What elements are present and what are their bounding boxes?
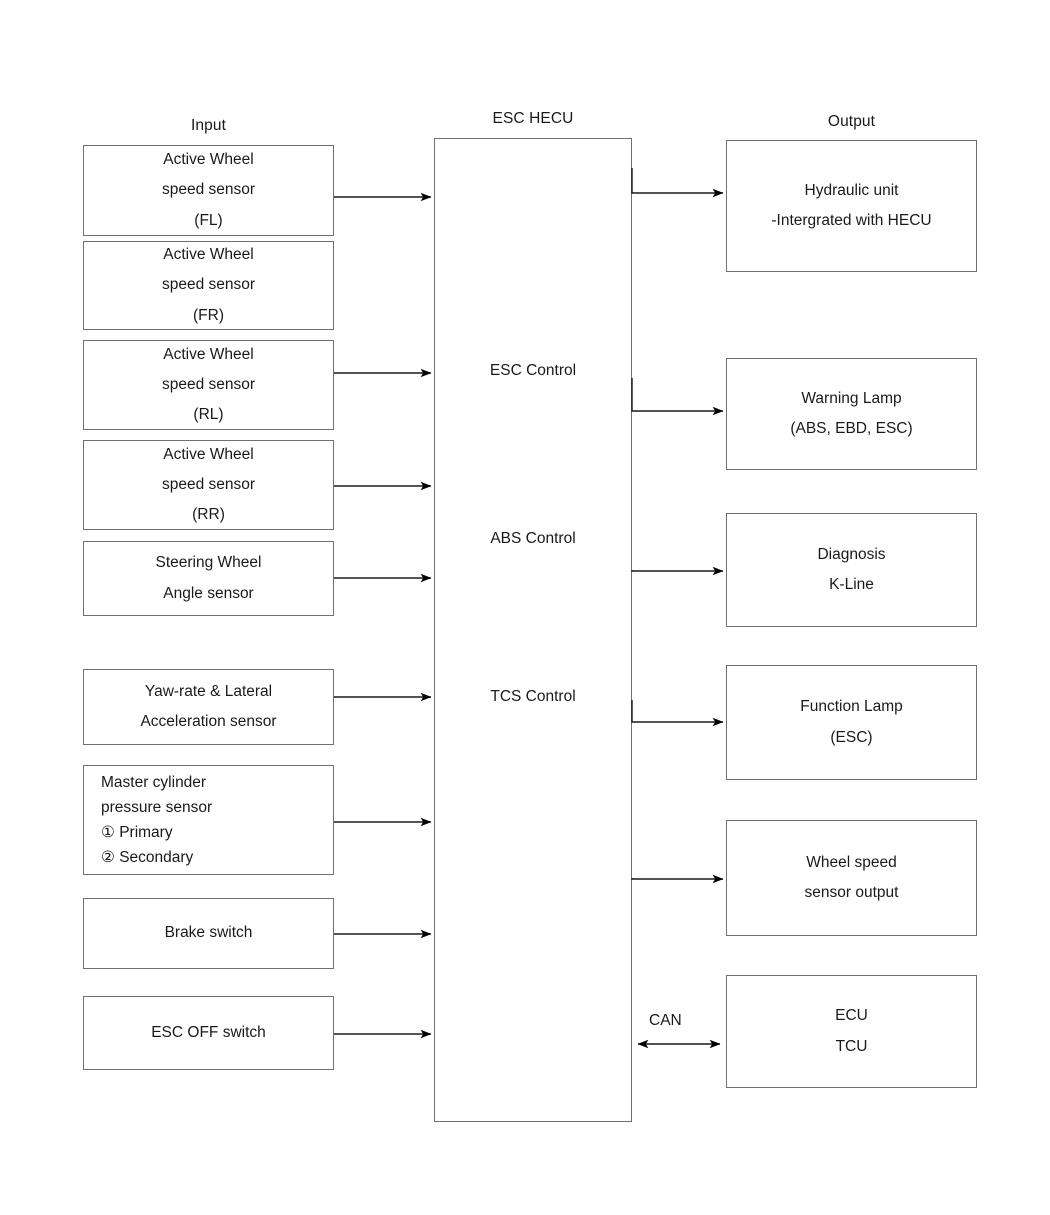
output-line: (ESC) <box>830 728 873 746</box>
output-line: Hydraulic unit <box>804 181 899 199</box>
input-line: Yaw-rate & Lateral <box>144 682 273 700</box>
input-line: Active Wheel <box>163 151 254 169</box>
input-line: ② Secondary <box>101 849 194 867</box>
output-box-hydraulic-unit[interactable]: Hydraulic unit -Intergrated with HECU <box>726 140 977 272</box>
hecu-function-abs-control: ABS Control <box>490 530 576 547</box>
column-title-center: ESC HECU <box>492 110 574 127</box>
input-line: Angle sensor <box>163 584 254 602</box>
arrow-output-hydraulic-unit <box>631 168 724 198</box>
input-line: speed sensor <box>161 475 256 493</box>
input-line: (RL) <box>193 406 224 424</box>
output-line: sensor output <box>804 884 899 901</box>
input-box-brake-switch[interactable]: Brake switch <box>83 898 334 969</box>
output-line: K-Line <box>829 576 874 593</box>
column-title-input: Input <box>191 117 226 134</box>
input-line: ① Primary <box>101 824 173 841</box>
output-box-warning-lamp[interactable]: Warning Lamp (ABS, EBD, ESC) <box>726 358 977 470</box>
output-box-wheel-speed-output[interactable]: Wheel speed sensor output <box>726 820 977 936</box>
input-line: Active Wheel <box>163 246 254 264</box>
hecu-function-tcs-control: TCS Control <box>490 688 576 705</box>
input-line: Master cylinder <box>101 773 207 791</box>
input-line: Active Wheel <box>163 445 254 463</box>
input-line: speed sensor <box>161 276 256 294</box>
output-line: ECU <box>835 1007 868 1025</box>
output-line: (ABS, EBD, ESC) <box>790 420 913 437</box>
input-line: (RR) <box>192 506 225 524</box>
output-box-diagnosis[interactable]: Diagnosis K-Line <box>726 513 977 627</box>
hecu-function-esc-control: ESC Control <box>489 362 577 379</box>
input-box-esc-off-switch[interactable]: ESC OFF switch <box>83 996 334 1070</box>
input-line: Steering Wheel <box>155 554 262 572</box>
input-line: (FR) <box>193 306 224 324</box>
output-line: Warning Lamp <box>801 389 902 407</box>
arrow-output-warning-lamp <box>631 378 724 416</box>
output-line: Wheel speed <box>806 853 897 871</box>
input-line: ESC OFF switch <box>151 1023 266 1041</box>
input-box-wheel-speed-fr[interactable]: Active Wheel speed sensor (FR) <box>83 241 334 330</box>
input-box-wheel-speed-rr[interactable]: Active Wheel speed sensor (RR) <box>83 440 334 530</box>
input-line: pressure sensor <box>101 798 213 816</box>
input-box-master-cylinder[interactable]: Master cylinder pressure sensor ① Primar… <box>83 765 334 875</box>
arrow-output-diagnosis <box>631 566 724 576</box>
can-bus-label: CAN <box>649 1012 682 1029</box>
output-line: Function Lamp <box>800 698 903 716</box>
arrow-output-wheel-speed-output <box>631 874 724 884</box>
column-title-output: Output <box>827 113 876 130</box>
input-box-yaw-lateral[interactable]: Yaw-rate & Lateral Acceleration sensor <box>83 669 334 745</box>
input-line: speed sensor <box>161 181 256 199</box>
arrow-output-function-lamp <box>631 700 724 727</box>
input-box-wheel-speed-fl[interactable]: Active Wheel speed sensor (FL) <box>83 145 334 236</box>
esc-hecu-block[interactable] <box>434 138 632 1122</box>
output-line: Diagnosis <box>817 545 886 563</box>
input-line: Acceleration sensor <box>140 713 277 730</box>
input-box-wheel-speed-rl[interactable]: Active Wheel speed sensor (RL) <box>83 340 334 430</box>
input-line: (FL) <box>194 211 223 229</box>
input-line: speed sensor <box>161 375 256 393</box>
input-line: Active Wheel <box>163 345 254 363</box>
output-line: TCU <box>835 1037 868 1055</box>
input-line: Brake switch <box>164 924 253 942</box>
input-box-steering-angle[interactable]: Steering Wheel Angle sensor <box>83 541 334 616</box>
output-line: -Intergrated with HECU <box>771 212 932 229</box>
output-box-function-lamp[interactable]: Function Lamp (ESC) <box>726 665 977 780</box>
output-box-ecu-tcu[interactable]: ECU TCU <box>726 975 977 1088</box>
